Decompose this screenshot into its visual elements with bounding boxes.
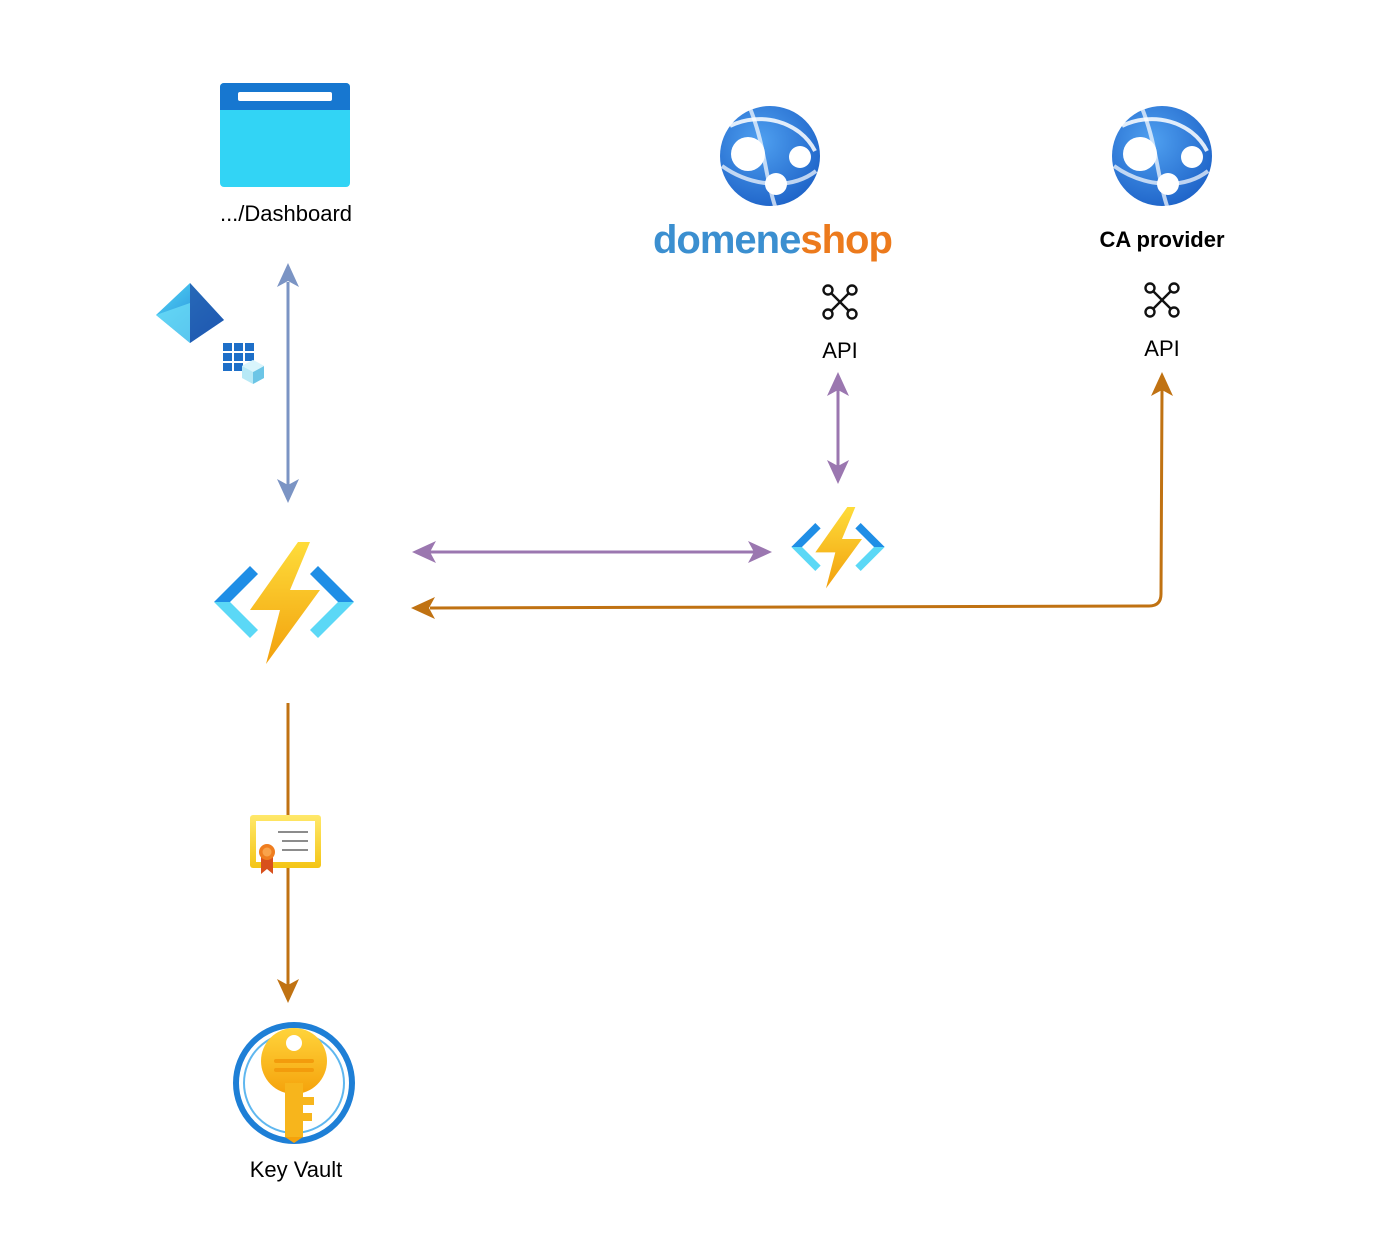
browser-window-icon [220, 83, 350, 187]
domeneshop-api-label: API [822, 338, 858, 363]
dashboard-function-arrow [277, 263, 299, 503]
ca-api-label: API [1144, 336, 1180, 361]
web-app-globe-icon [720, 106, 820, 207]
domeneshop-logo: domeneshop [653, 218, 893, 263]
function-app-icon [791, 506, 885, 589]
key-vault-icon [233, 1022, 355, 1144]
dashboard-label: .../Dashboard [219, 201, 353, 226]
key-vault-label: Key Vault [249, 1157, 343, 1182]
function-to-function-arrow [412, 541, 772, 563]
certificate-icon [250, 815, 321, 874]
domeneshop-logo-part2: shop [800, 218, 893, 262]
ca-api-arrow [411, 372, 1173, 619]
app-registration-icon [223, 343, 264, 384]
api-network-icon [822, 284, 858, 320]
domeneshop-logo-part1: domene [653, 218, 801, 262]
domeneshop-api-arrow [827, 372, 849, 484]
api-network-icon [1144, 282, 1180, 318]
ca-provider-label: CA provider [1099, 227, 1225, 252]
web-app-globe-icon [1112, 106, 1212, 207]
function-app-icon [214, 542, 354, 664]
entra-id-icon [156, 283, 224, 343]
